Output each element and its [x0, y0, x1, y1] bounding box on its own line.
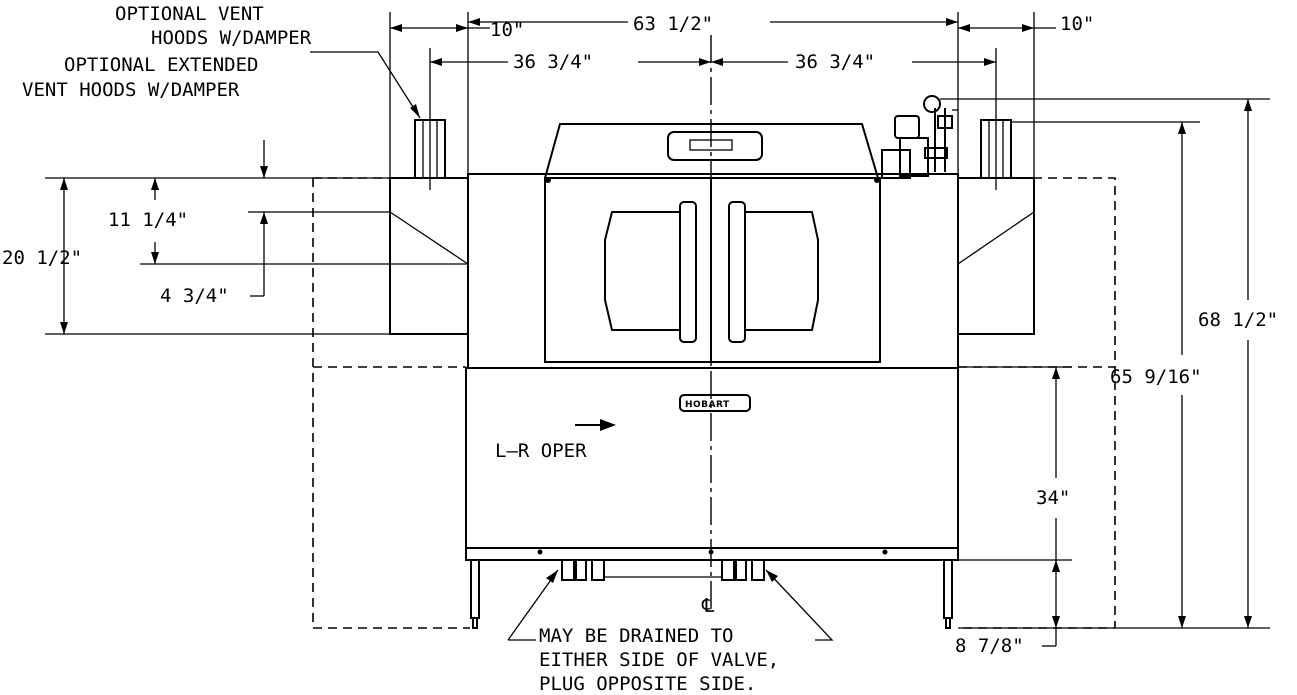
valve-assembly: [881, 95, 958, 179]
dim-door-height: 65 9/16": [1110, 366, 1202, 388]
label-ext-hoods-2: VENT HOODS W/DAMPER: [22, 79, 240, 101]
label-drain-1: MAY BE DRAINED TO: [539, 625, 733, 647]
dim-hood-lower: 4 3/4": [160, 285, 229, 307]
label-vent-hoods-2: HOODS W/DAMPER: [151, 27, 312, 49]
dimension-text: 10" 63 1/2" 10" 36 3/4" 36 3/4" 11 1/4" …: [2, 13, 1278, 657]
note-text: OPTIONAL VENT HOODS W/DAMPER OPTIONAL EX…: [22, 3, 779, 695]
label-operation: L–R OPER: [495, 440, 587, 462]
dim-half-left: 36 3/4": [513, 51, 593, 73]
label-drain-2: EITHER SIDE OF VALVE,: [539, 649, 779, 671]
dim-top-left-side: 10": [490, 19, 524, 41]
dimension-lines: [45, 12, 1270, 647]
dim-hood-upper: 11 1/4": [108, 209, 188, 231]
lower-cabinet: HOBART: [465, 367, 959, 629]
dim-leg-height: 8 7/8": [955, 635, 1024, 657]
dim-overall-height: 68 1/2": [1198, 309, 1278, 331]
dim-top-right-side: 10": [1060, 13, 1094, 35]
upper-cabinet: [467, 123, 959, 369]
dim-half-right: 36 3/4": [795, 51, 875, 73]
brand-logo: HOBART: [685, 400, 730, 410]
label-vent-hoods-1: OPTIONAL VENT: [115, 3, 264, 25]
dim-table-height: 34": [1036, 487, 1070, 509]
label-drain-3: PLUG OPPOSITE SIDE.: [539, 673, 756, 695]
dim-hood-total: 20 1/2": [2, 247, 82, 269]
label-ext-hoods-1: OPTIONAL EXTENDED: [64, 54, 258, 76]
dim-top-overall: 63 1/2": [633, 13, 713, 35]
label-centerline: ℄: [701, 595, 715, 617]
